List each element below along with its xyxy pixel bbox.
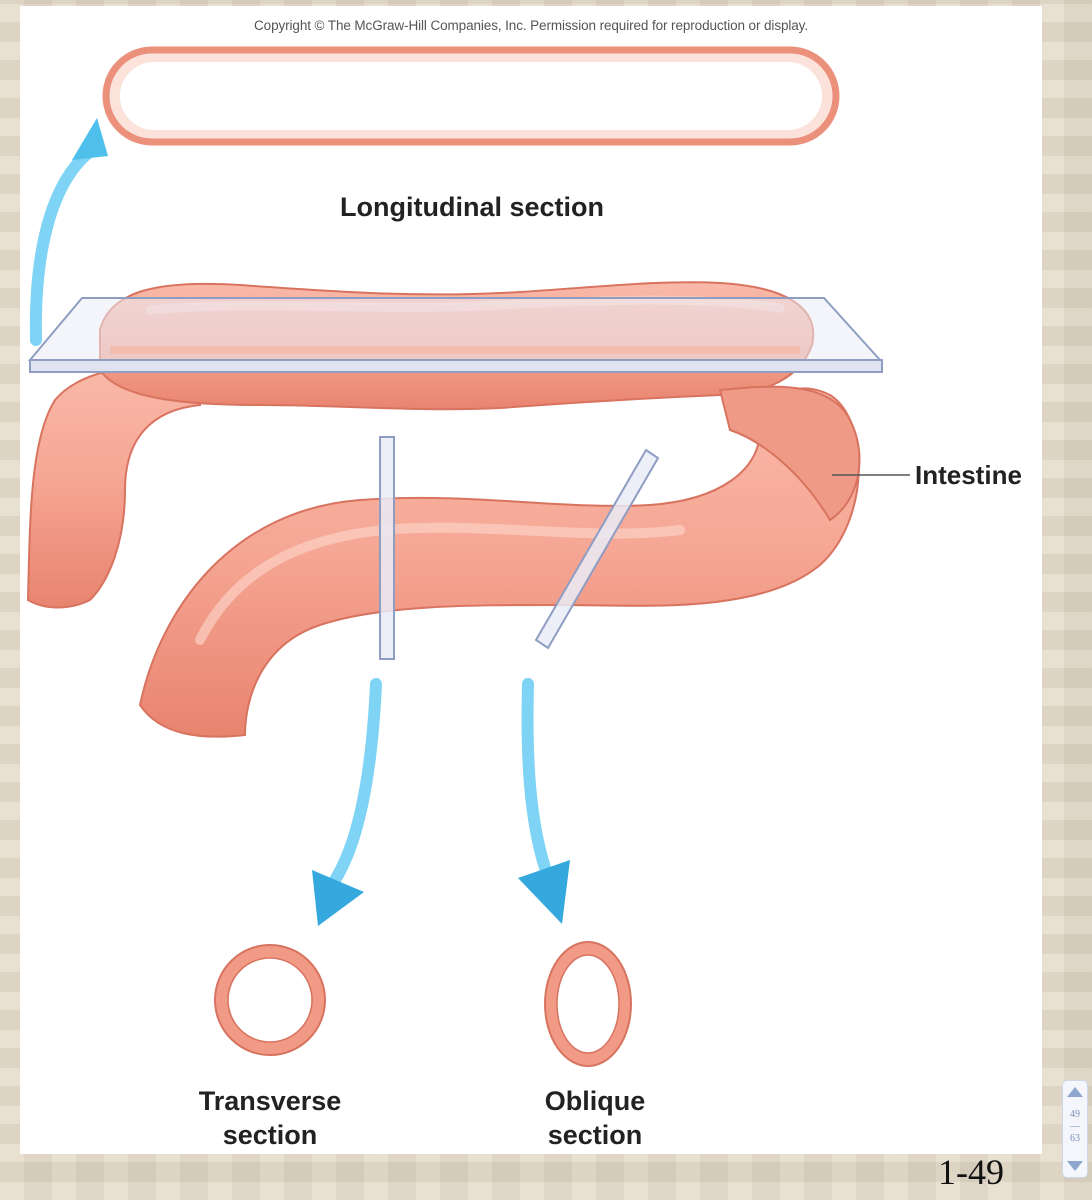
pager-up-icon[interactable] — [1067, 1087, 1083, 1097]
transverse-plane — [379, 436, 395, 660]
pager-total: 63 — [1070, 1133, 1080, 1144]
pager-down-icon[interactable] — [1067, 1161, 1083, 1171]
oblique-label-line2: section — [547, 1120, 643, 1150]
arrow-to-longitudinal-icon — [29, 118, 108, 346]
oblique-plane — [534, 448, 660, 650]
arrow-to-transverse-icon — [312, 678, 382, 926]
transverse-label-line1: Transverse — [198, 1086, 342, 1116]
arrow-to-oblique-icon — [518, 678, 570, 924]
oblique-section-ring — [544, 941, 632, 1067]
longitudinal-plane — [27, 297, 883, 373]
transverse-section-label: Transverse section — [180, 1084, 360, 1152]
pager-separator: — — [1070, 1121, 1080, 1132]
pager-current: 49 — [1070, 1109, 1080, 1120]
intestine-label: Intestine — [915, 460, 1022, 490]
slide-pager[interactable]: 49 — 63 — [1062, 1080, 1088, 1178]
slide-number: 1-49 — [938, 1152, 1004, 1192]
transverse-label-line2: section — [222, 1120, 318, 1150]
longitudinal-section-label: Longitudinal section — [340, 192, 604, 222]
longitudinal-section-lumen — [120, 62, 822, 130]
transverse-section-ring — [214, 944, 326, 1056]
oblique-label-line1: Oblique — [544, 1086, 646, 1116]
oblique-section-label: Oblique section — [505, 1084, 685, 1152]
copyright-notice: Copyright © The McGraw-Hill Companies, I… — [254, 18, 808, 33]
